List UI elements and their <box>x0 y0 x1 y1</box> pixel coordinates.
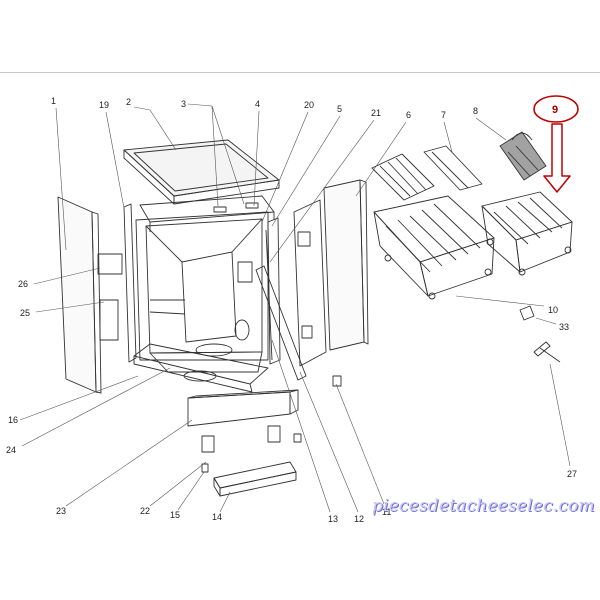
part-left-rail <box>123 203 137 363</box>
callout-2: 2 <box>126 97 131 107</box>
part-small-tray <box>423 145 483 191</box>
callout-15: 15 <box>170 510 180 520</box>
part-right-frame <box>293 199 327 367</box>
callout-13: 13 <box>328 514 338 524</box>
callout-33: 33 <box>559 322 569 332</box>
part-left-side-panel <box>57 196 102 394</box>
part-cutlery-basket <box>499 131 547 181</box>
part-top-frame <box>139 195 275 232</box>
callout-7: 7 <box>441 110 446 120</box>
part-kick-plate <box>187 389 299 427</box>
part-right-side-panel <box>323 179 369 351</box>
callout-9: 9 <box>552 104 558 116</box>
highlight-marker <box>533 95 579 193</box>
callout-14: 14 <box>212 512 222 522</box>
part-base-plate <box>133 343 269 393</box>
callout-1: 1 <box>51 96 56 106</box>
part-hinge-bracket <box>97 253 123 341</box>
callout-3: 3 <box>181 99 186 109</box>
header-rule <box>0 72 600 73</box>
callout-5: 5 <box>337 104 342 114</box>
callout-22: 22 <box>140 506 150 516</box>
callout-8: 8 <box>473 106 478 116</box>
callout-27: 27 <box>567 469 577 479</box>
part-small-clip <box>332 375 342 387</box>
part-lower-basket <box>373 195 495 300</box>
callout-19: 19 <box>99 100 109 110</box>
callout-21: 21 <box>371 108 381 118</box>
callout-20: 20 <box>304 100 314 110</box>
callout-labels: 1 19 2 3 4 20 5 21 6 7 8 9 26 25 10 33 1… <box>6 96 577 524</box>
part-plinth <box>213 461 297 497</box>
callout-26: 26 <box>18 279 28 289</box>
part-spray-nozzle <box>519 305 535 321</box>
part-upper-basket <box>481 191 573 276</box>
leader-lines <box>19 103 571 513</box>
part-worktop <box>123 139 280 205</box>
callout-4: 4 <box>255 99 260 109</box>
part-cutlery-tray <box>371 153 435 201</box>
part-screw <box>533 341 561 363</box>
watermark-text: piecesdetacheeselec.com <box>372 496 595 516</box>
callout-12: 12 <box>354 514 364 524</box>
part-foot <box>201 425 302 473</box>
callout-16: 16 <box>8 415 18 425</box>
callout-23: 23 <box>56 506 66 516</box>
callout-6: 6 <box>406 110 411 120</box>
callout-11: 11 <box>382 507 391 517</box>
callout-24: 24 <box>6 445 16 455</box>
part-tub <box>135 211 269 373</box>
part-door-frame <box>255 217 307 381</box>
callout-25: 25 <box>20 308 30 318</box>
callout-10: 10 <box>548 305 558 315</box>
